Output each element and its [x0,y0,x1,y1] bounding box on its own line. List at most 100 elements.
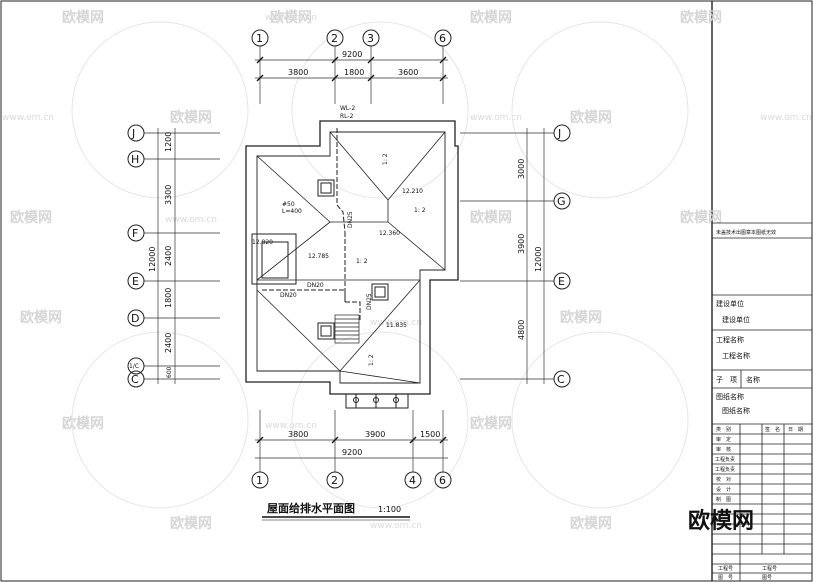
axis-label-bottom-1: 1 [256,474,263,487]
tb-build-unit-label: 建设单位 [716,299,744,308]
axis-label-bottom-2: 2 [331,474,338,487]
label-dn25: DN25 [347,211,354,228]
dim-top-3: 3600 [398,68,418,77]
svg-text:欧模网: 欧模网 [560,309,602,326]
label-slope-2: 1: 2 [414,207,426,214]
dim-right-total: 12000 [534,247,543,272]
svg-text:www.om.cn: www.om.cn [470,113,522,123]
svg-text:欧模网: 欧模网 [170,515,212,532]
tb-role-4: 校 对 [716,476,731,483]
watermark-layer: 欧模网 欧模网 欧模网 欧模网 欧模网 欧模网 欧模网 欧模网 欧模网 欧模网 … [2,9,812,532]
svg-text:欧模网: 欧模网 [470,209,512,226]
dim-left-5: 2400 [164,333,173,353]
axis-label-top-6: 6 [439,32,446,45]
svg-text:欧模网: 欧模网 [680,9,722,26]
tb-drawing-no-value: 图号 [762,575,772,581]
svg-text:欧模网: 欧模网 [62,9,104,26]
label-rl: RL-2 [340,113,354,120]
dimension-lines [144,46,554,472]
label-pipe-l: L=400 [282,208,302,215]
axis-label-bottom-4: 4 [409,474,416,487]
axis-label-left-J: J [131,127,135,140]
roof-outline [245,120,459,395]
tb-project-label: 工程名称 [716,335,744,344]
dim-top-1: 3800 [288,68,308,77]
label-dn25-b: DN25 [366,293,373,310]
label-wl: WL-2 [340,105,355,112]
label-elev-12210: 12.210 [402,188,423,195]
tb-note: 未盖技术出图章本图纸无效 [716,229,776,236]
watermark-large: 欧模网 [688,508,754,534]
tb-role-6: 制 图 [716,496,731,503]
label-dn20-a: DN20 [280,292,297,299]
svg-text:欧模网: 欧模网 [570,515,612,532]
axis-label-top-2: 2 [331,32,338,45]
label-elev-12820: 12.820 [252,239,273,246]
axis-label-top-3: 3 [367,32,374,45]
svg-text:欧模网: 欧模网 [570,109,612,126]
tb-role-2: 工程负责 [715,456,735,463]
dim-left-total: 12000 [148,247,157,272]
label-dn20-b: DN20 [307,282,324,289]
svg-text:欧模网: 欧模网 [62,415,104,432]
dimension-ticks [256,56,447,444]
tb-project-value: 工程名称 [722,351,750,360]
svg-text:欧模网: 欧模网 [680,209,722,226]
svg-text:www.om.cn: www.om.cn [370,318,422,328]
stair-hatch [334,314,360,344]
dim-right-3: 4800 [517,320,526,340]
dim-bottom-total: 9200 [342,448,362,457]
label-elev-12785: 12.785 [308,253,329,260]
label-slope-1: 1: 2 [382,153,389,165]
axis-label-right-G: G [557,195,566,208]
axis-label-left-F: F [132,227,138,240]
svg-text:欧模网: 欧模网 [470,415,512,432]
svg-text:www.om.cn: www.om.cn [265,13,317,23]
axis-label-right-E: E [558,275,565,288]
tb-role-1: 审 核 [716,446,731,453]
roof-openings [251,179,389,340]
tb-role-0: 审 定 [716,436,731,443]
tb-build-unit-value: 建设单位 [722,315,750,324]
axis-bubbles-right [553,124,571,388]
dim-left-4: 1800 [164,288,173,308]
title-block-lines [712,222,812,581]
tb-drawing-no-label: 图 号 [718,575,733,581]
axis-bubbles-bottom [251,471,452,489]
downspouts [345,393,409,409]
axis-label-right-J: J [557,127,561,140]
dim-top-2: 1800 [344,68,364,77]
axis-label-top-1: 1 [256,32,263,45]
tb-drawing-value: 图纸名称 [722,406,750,415]
tb-sig-header-2: 日 期 [788,427,803,433]
svg-text:欧模网: 欧模网 [10,209,52,226]
axis-label-left-D: D [131,312,139,325]
axis-label-left-C: C [131,373,139,386]
drainage-pipes [262,128,361,320]
svg-text:www.om.cn: www.om.cn [760,113,812,123]
svg-text:欧模网: 欧模网 [470,9,512,26]
dim-bottom-1: 3800 [288,430,308,439]
axis-label-left-1C: 1/C [129,363,139,370]
svg-text:www.om.cn: www.om.cn [370,521,422,531]
tb-role-5: 设 计 [716,486,731,493]
svg-text:www.om.cn: www.om.cn [265,421,317,431]
axis-label-left-E: E [132,275,139,288]
dim-left-2: 3300 [164,185,173,205]
dim-left-3: 2400 [164,246,173,266]
dim-bottom-2: 3900 [365,430,385,439]
svg-text:欧模网: 欧模网 [170,109,212,126]
dim-left-6: 600 [166,366,173,378]
tb-drawing-label: 图纸名称 [716,392,744,401]
dim-top-total: 9200 [342,50,362,59]
tb-role-3: 工程负责 [715,466,735,473]
dim-right-2: 3900 [517,234,526,254]
label-slope-4: 1: 2 [368,354,375,366]
tb-sig-header-0: 类 别 [716,426,731,433]
label-pipe-d50: #50 [282,201,295,208]
dim-left-1: 1200 [164,132,173,152]
axis-label-bottom-6: 6 [439,474,446,487]
svg-text:欧模网: 欧模网 [270,9,312,26]
dim-bottom-3: 1500 [420,430,440,439]
